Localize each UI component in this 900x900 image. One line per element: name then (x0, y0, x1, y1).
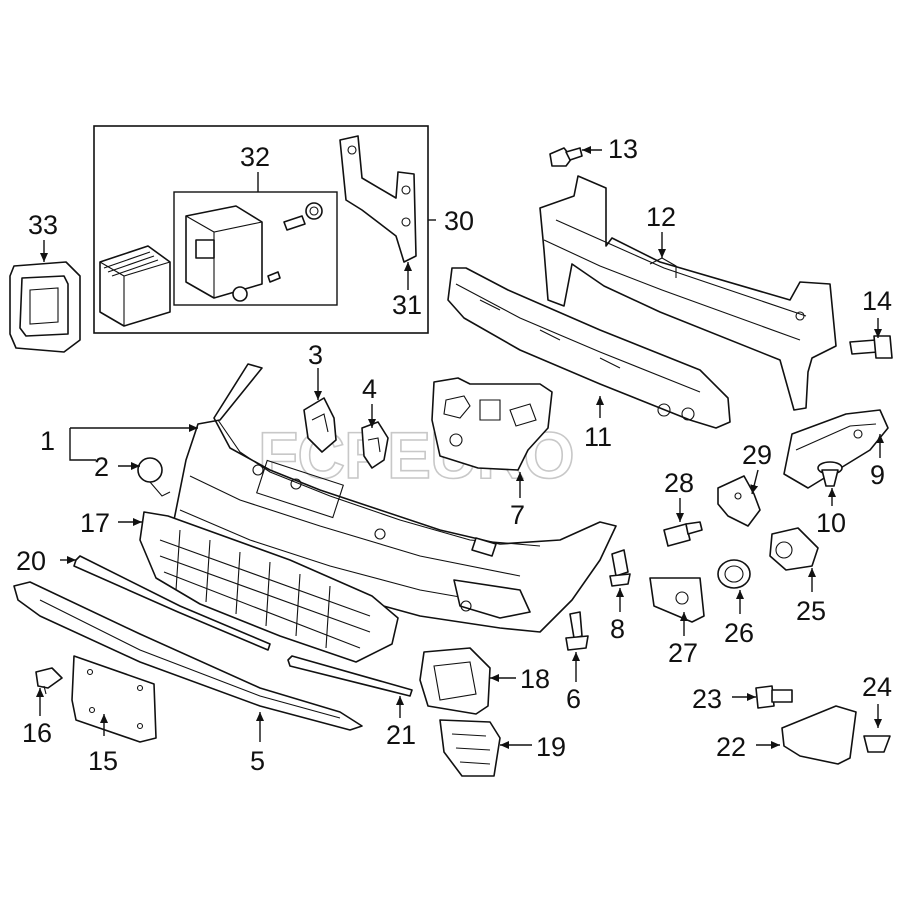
impact-bar-part-12 (539, 175, 837, 411)
fog-cover-part-19 (439, 719, 501, 777)
callout-32: 32 (240, 142, 270, 172)
callout-6: 6 (566, 684, 581, 714)
bolt-part-14 (849, 335, 893, 359)
push-clip-part-16 (35, 667, 63, 695)
sensor-cover-part-33 (9, 261, 81, 353)
callout-22: 22 (716, 732, 746, 762)
callout-25: 25 (796, 596, 826, 626)
callout-13: 13 (608, 134, 638, 164)
callout-21: 21 (386, 720, 416, 750)
callout-30: 30 (444, 206, 474, 236)
callout-4: 4 (362, 374, 377, 404)
callout-14: 14 (862, 286, 892, 316)
screw-part-8 (609, 549, 631, 587)
small-bracket-part-4 (361, 421, 389, 469)
sensor-part-28 (663, 521, 703, 547)
callout-10: 10 (816, 508, 846, 538)
callout-3: 3 (308, 340, 323, 370)
screw-part-6 (565, 611, 589, 651)
license-bracket-part-15 (71, 655, 157, 743)
callout-24: 24 (862, 672, 892, 702)
callout-5: 5 (250, 746, 265, 776)
trim-part-22 (781, 705, 857, 765)
callout-labels: 1 2 3 4 5 6 7 8 9 10 11 12 13 14 15 16 1… (16, 134, 892, 776)
sensor-bracket-inset (93, 125, 429, 334)
callout-17: 17 (80, 508, 110, 538)
energy-absorber-part-11 (447, 267, 731, 429)
leader-lines (36, 146, 884, 749)
trim-strip-part-20 (73, 555, 271, 651)
sensor-holder-part-27 (649, 577, 705, 623)
sensor-bracket-part (339, 135, 417, 263)
fog-bracket-part-18 (419, 647, 491, 715)
callout-19: 19 (536, 732, 566, 762)
callout-33: 33 (28, 210, 58, 240)
small-bracket-part-3 (303, 397, 337, 453)
sensor-ring-part-26 (717, 559, 751, 589)
radar-sensor-part (185, 202, 323, 302)
callout-20: 20 (16, 546, 46, 576)
lower-spoiler-part-5 (13, 581, 363, 731)
callout-2: 2 (94, 452, 109, 482)
park-sensor-part-25 (769, 527, 819, 571)
callout-26: 26 (724, 618, 754, 648)
control-module-part (99, 245, 171, 327)
callout-12: 12 (646, 202, 676, 232)
callout-16: 16 (22, 718, 52, 748)
callout-28: 28 (664, 468, 694, 498)
callout-9: 9 (870, 460, 885, 490)
bolt-part-13 (549, 147, 583, 167)
tow-cap-part-2 (137, 457, 171, 497)
callout-31: 31 (392, 290, 422, 320)
callout-27: 27 (668, 638, 698, 668)
callout-1: 1 (40, 426, 55, 456)
callout-18: 18 (520, 664, 550, 694)
bracket-part-29 (717, 475, 761, 527)
callout-23: 23 (692, 684, 722, 714)
trim-strip-part-21 (287, 655, 413, 697)
callout-8: 8 (610, 614, 625, 644)
bolt-part-23 (755, 685, 793, 709)
callout-15: 15 (88, 746, 118, 776)
bumper-bracket-part-7 (431, 377, 553, 471)
callout-11: 11 (584, 422, 612, 452)
callout-29: 29 (742, 440, 772, 470)
lower-grille-part-17 (139, 511, 399, 663)
clip-part-10 (817, 461, 843, 487)
callout-7: 7 (510, 500, 525, 530)
nut-part-24 (863, 735, 891, 753)
